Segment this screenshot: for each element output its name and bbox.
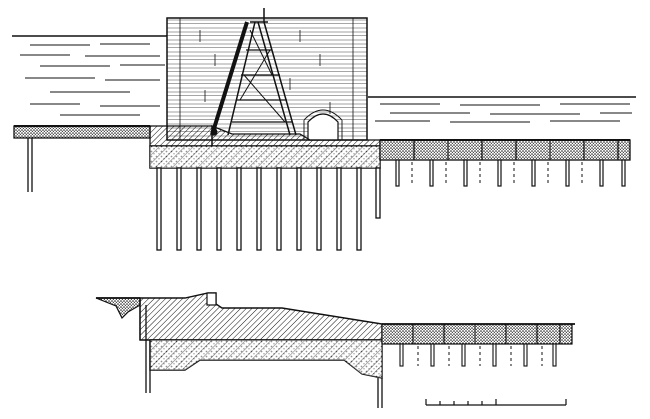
floor-slab bbox=[139, 292, 383, 341]
lower-downstream-apron bbox=[381, 323, 575, 367]
left-bank bbox=[95, 297, 141, 320]
upstream-water bbox=[12, 35, 168, 116]
lock-floor-section bbox=[95, 292, 575, 408]
downstream-water bbox=[368, 96, 636, 123]
lock-gate-elevation bbox=[12, 8, 636, 251]
gate-truss bbox=[210, 8, 297, 136]
scale-bar bbox=[425, 399, 567, 406]
downstream-apron bbox=[379, 139, 631, 187]
upstream-apron bbox=[13, 125, 151, 139]
gate-sill bbox=[149, 125, 213, 147]
foundation-piles bbox=[156, 167, 381, 251]
masonry-wall bbox=[166, 17, 368, 141]
